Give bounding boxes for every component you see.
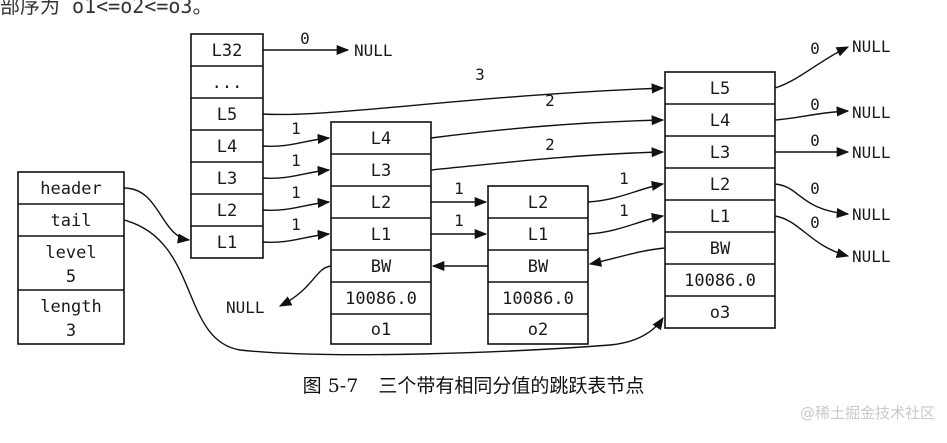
o1-level-L4: L4 xyxy=(371,129,391,149)
o3-score: 10086.0 xyxy=(684,271,756,291)
o1-level-L2: L2 xyxy=(371,193,391,213)
watermark: @稀土掘金技术社区 xyxy=(799,404,935,422)
span-o3-L3: 0 xyxy=(810,131,820,150)
arrow-header-L2-o1 xyxy=(262,197,331,212)
span-o2-L2: 1 xyxy=(619,169,629,188)
header-level-L2: L2 xyxy=(217,201,237,221)
header-level-L32: L32 xyxy=(212,41,243,61)
o2-backward: BW xyxy=(528,257,549,277)
o2-object: o2 xyxy=(528,320,548,340)
arrow-o3-backward-o2 xyxy=(588,247,666,267)
span-header-L5: 3 xyxy=(475,65,485,84)
zskiplist-struct xyxy=(17,171,125,345)
arrow-header-L5-o3 xyxy=(262,83,665,116)
span-o3-L2: 0 xyxy=(810,179,820,198)
o2-score: 10086.0 xyxy=(502,289,574,309)
o1-level-L1: L1 xyxy=(371,225,391,245)
o3-level-L5: L5 xyxy=(710,79,730,99)
null-label: NULL xyxy=(226,298,265,317)
o3-level-L2: L2 xyxy=(710,175,730,195)
span-o1-L3: 2 xyxy=(545,135,555,154)
field-length-value: 3 xyxy=(66,321,76,341)
header-level-ellipsis: ... xyxy=(212,73,243,93)
arrow-header-to-headnode xyxy=(123,187,191,244)
null-label: NULL xyxy=(852,37,891,56)
span-o1-L1: 1 xyxy=(454,211,464,230)
o1-backward: BW xyxy=(371,257,392,277)
null-label: NULL xyxy=(354,41,393,60)
header-level-L1: L1 xyxy=(217,233,237,253)
arrow-o1-backward-null xyxy=(278,265,332,307)
field-length: length xyxy=(40,297,101,317)
o3-level-L1: L1 xyxy=(710,207,730,227)
arrow-o3-L1-null xyxy=(774,215,850,258)
arrow-tail-to-o3 xyxy=(123,219,664,356)
o3-level-L3: L3 xyxy=(710,143,730,163)
arrow-header-L1-o1 xyxy=(262,229,331,244)
node-o3 xyxy=(664,71,776,329)
header-level-L4: L4 xyxy=(217,137,237,157)
span-header-L4: 1 xyxy=(291,119,301,138)
arrow-o3-L5-null xyxy=(774,46,850,89)
field-tail: tail xyxy=(51,211,92,231)
o1-score: 10086.0 xyxy=(345,289,417,309)
o1-level-L3: L3 xyxy=(371,161,391,181)
arrow-o1-L4-o3 xyxy=(430,115,665,139)
figure-title: 三个带有相同分值的跳跃表节点 xyxy=(378,375,645,397)
span-header-L32: 0 xyxy=(300,29,310,48)
header-level-L5: L5 xyxy=(217,105,237,125)
null-label: NULL xyxy=(852,247,891,266)
arrow-header-L4-o1 xyxy=(262,133,331,148)
o3-object: o3 xyxy=(710,303,730,323)
arrow-o1-L3-o3 xyxy=(430,147,665,171)
arrow-o2-L1-o3 xyxy=(587,212,665,235)
o2-level-L1: L1 xyxy=(528,225,548,245)
field-header: header xyxy=(40,179,101,199)
o3-level-L4: L4 xyxy=(710,111,730,131)
figure-caption: 图 5-7 三个带有相同分值的跳跃表节点 xyxy=(0,371,947,398)
null-label: NULL xyxy=(852,103,891,122)
arrow-o2-L2-o3 xyxy=(587,180,665,203)
span-o3-L1: 0 xyxy=(810,213,820,232)
node-o2 xyxy=(487,185,589,345)
node-o1 xyxy=(330,121,432,345)
null-label: NULL xyxy=(852,205,891,224)
field-level: level xyxy=(45,243,96,263)
span-header-L1: 1 xyxy=(291,215,301,234)
span-o3-L4: 0 xyxy=(810,95,820,114)
arrow-o3-L2-null xyxy=(774,183,850,219)
span-header-L2: 1 xyxy=(291,183,301,202)
span-o2-L1: 1 xyxy=(619,201,629,220)
span-o1-L4: 2 xyxy=(545,91,555,110)
span-o1-L2: 1 xyxy=(454,179,464,198)
header-level-L3: L3 xyxy=(217,169,237,189)
null-label: NULL xyxy=(852,143,891,162)
span-o3-L5: 0 xyxy=(810,39,820,58)
arrow-o3-L4-null xyxy=(774,106,850,121)
span-header-L3: 1 xyxy=(291,151,301,170)
arrow-header-L3-o1 xyxy=(262,165,331,180)
o1-object: o1 xyxy=(371,320,391,340)
figure-number: 图 5-7 xyxy=(302,375,359,397)
top-text-fragment: 部序为 o1<=o2<=o3。 xyxy=(0,0,213,18)
o3-backward: BW xyxy=(710,239,731,259)
field-level-value: 5 xyxy=(66,267,76,287)
o2-level-L2: L2 xyxy=(528,193,548,213)
